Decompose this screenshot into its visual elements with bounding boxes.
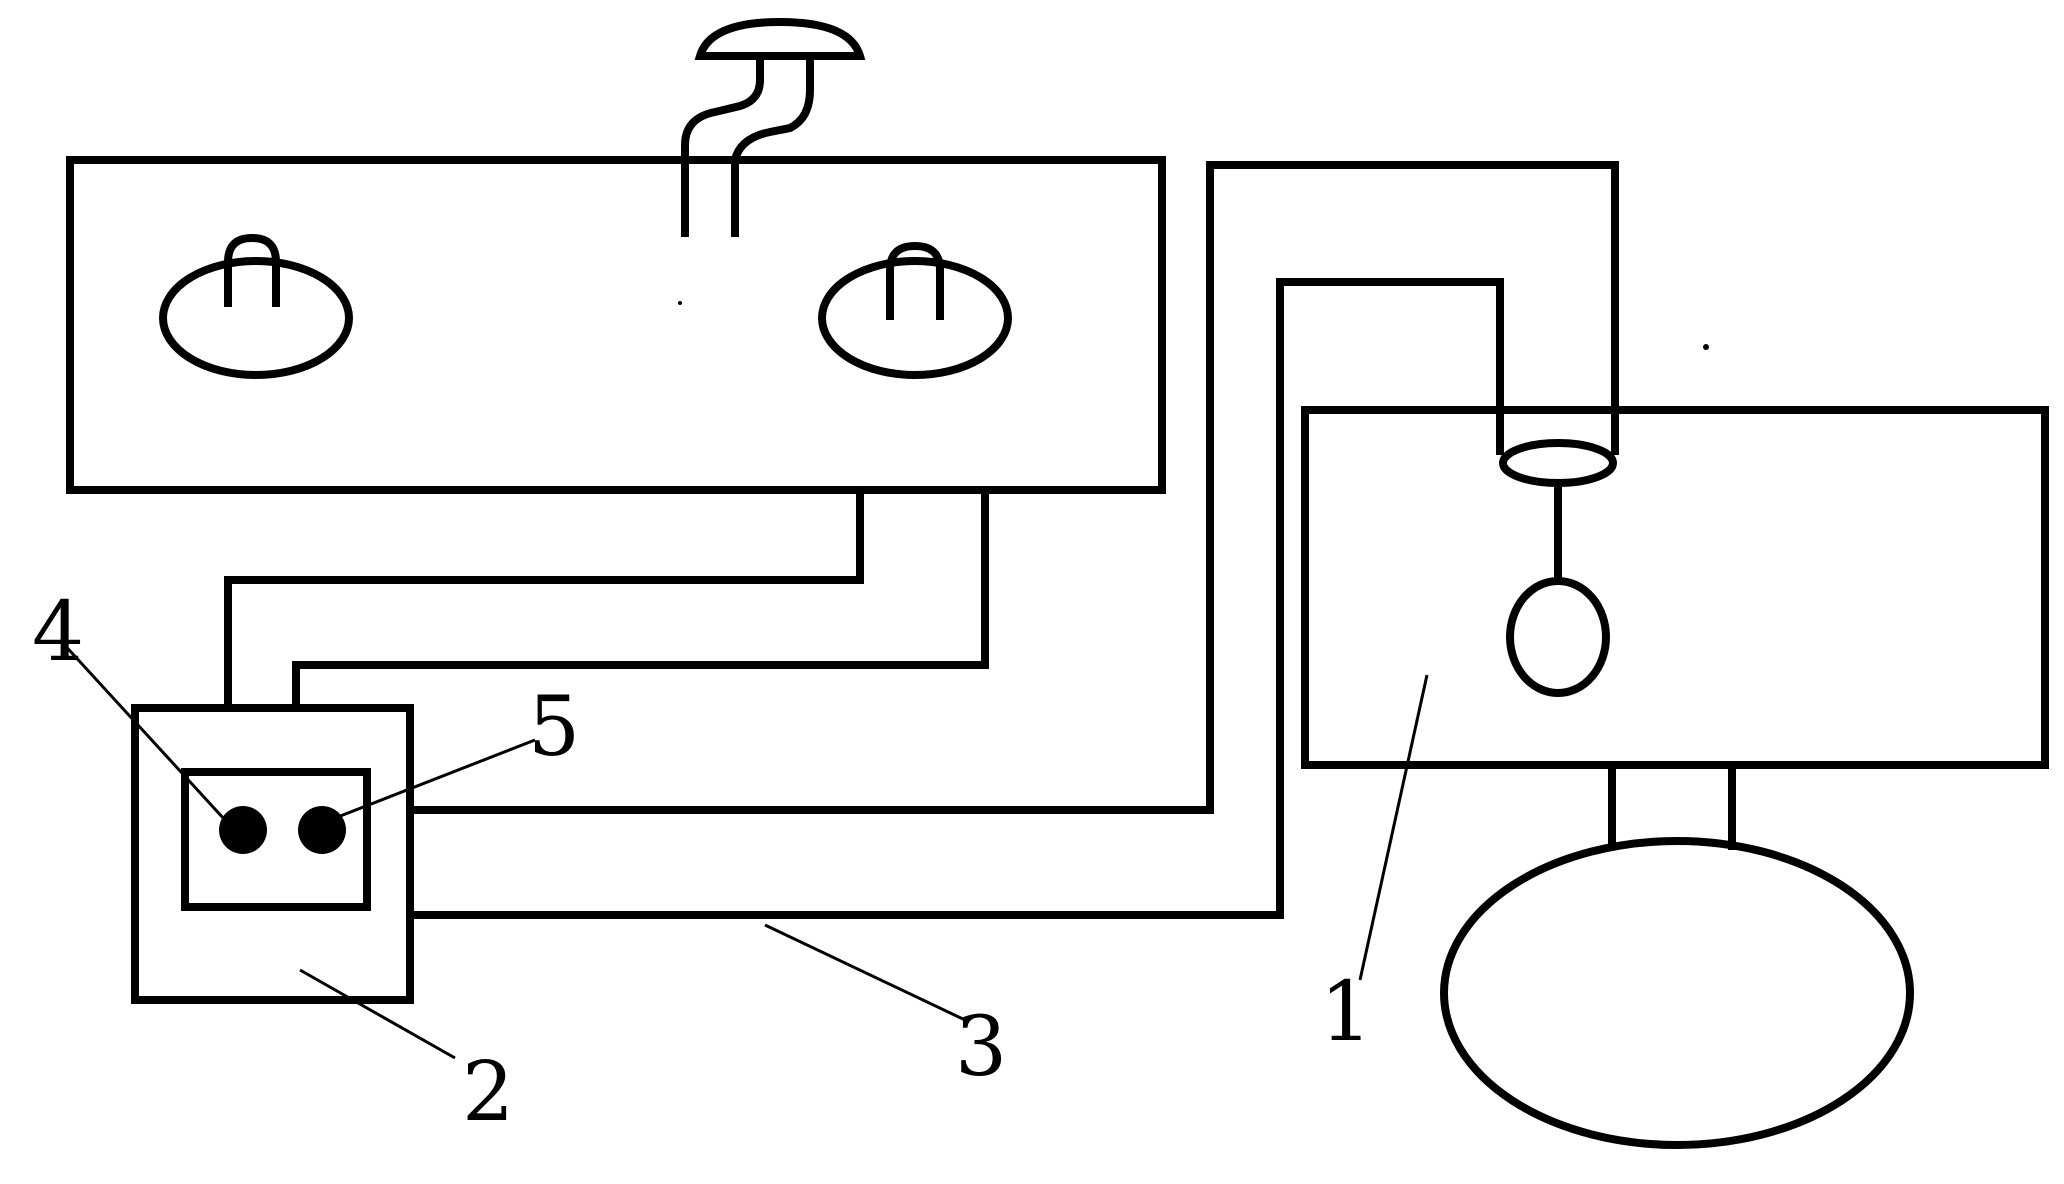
leader-4 bbox=[58, 638, 227, 822]
left-burner bbox=[159, 233, 353, 379]
gas-pipe-lower bbox=[410, 278, 1504, 919]
scan-speck bbox=[678, 301, 682, 305]
control-box bbox=[131, 704, 414, 1004]
label-5: 5 bbox=[528, 680, 580, 775]
leader-1 bbox=[1358, 674, 1429, 981]
tank-valve-ring bbox=[1499, 439, 1617, 487]
label-3: 3 bbox=[955, 1000, 1007, 1095]
gas-tank bbox=[1301, 406, 2049, 769]
leader-2 bbox=[299, 968, 456, 1060]
leader-3 bbox=[764, 923, 966, 1022]
stove-gas-line-left bbox=[224, 490, 864, 710]
range-hood-vent bbox=[681, 17, 866, 237]
float-ball bbox=[1506, 577, 1610, 697]
control-button-4 bbox=[219, 806, 267, 854]
stove-gas-line-right bbox=[292, 490, 989, 710]
right-burner bbox=[818, 241, 1012, 379]
control-button-5 bbox=[298, 806, 346, 854]
control-panel bbox=[181, 768, 371, 911]
label-2: 2 bbox=[462, 1045, 514, 1140]
label-1: 1 bbox=[1320, 965, 1372, 1060]
leader-5 bbox=[329, 738, 536, 822]
gas-stove-body bbox=[66, 156, 1166, 494]
gas-pipe-upper bbox=[410, 161, 1619, 814]
label-4: 4 bbox=[32, 585, 84, 680]
scan-speck bbox=[1703, 344, 1709, 350]
tank-base bbox=[1440, 837, 1914, 1149]
